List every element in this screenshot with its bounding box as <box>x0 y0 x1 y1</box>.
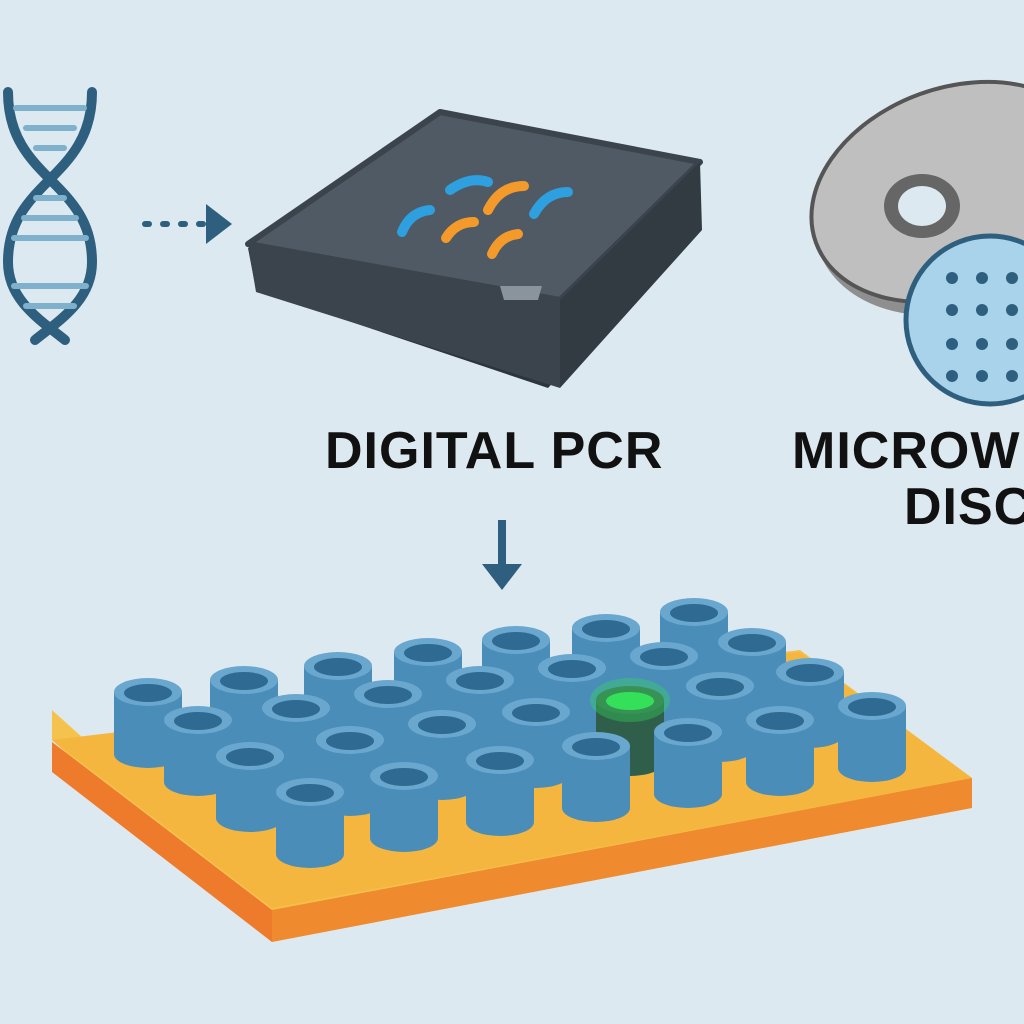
microwell-chip-icon <box>52 598 972 942</box>
arrow-down-icon <box>482 520 522 590</box>
microwell <box>276 778 344 868</box>
dotted-arrow-right-icon <box>142 204 232 244</box>
dna-helix-icon <box>8 92 92 340</box>
digital-pcr-device-icon <box>248 112 702 388</box>
microwell <box>466 746 534 836</box>
microwell <box>216 742 284 832</box>
microwell <box>746 706 814 796</box>
microwell-disc-label-line2: DISC <box>904 478 1024 536</box>
digital-pcr-label: DIGITAL PCR <box>325 422 663 480</box>
microwell <box>654 718 722 808</box>
microwell <box>370 762 438 852</box>
microwell-disc-label-line1: MICROW <box>792 422 1020 480</box>
microwell <box>562 732 630 822</box>
microwell <box>838 692 906 782</box>
